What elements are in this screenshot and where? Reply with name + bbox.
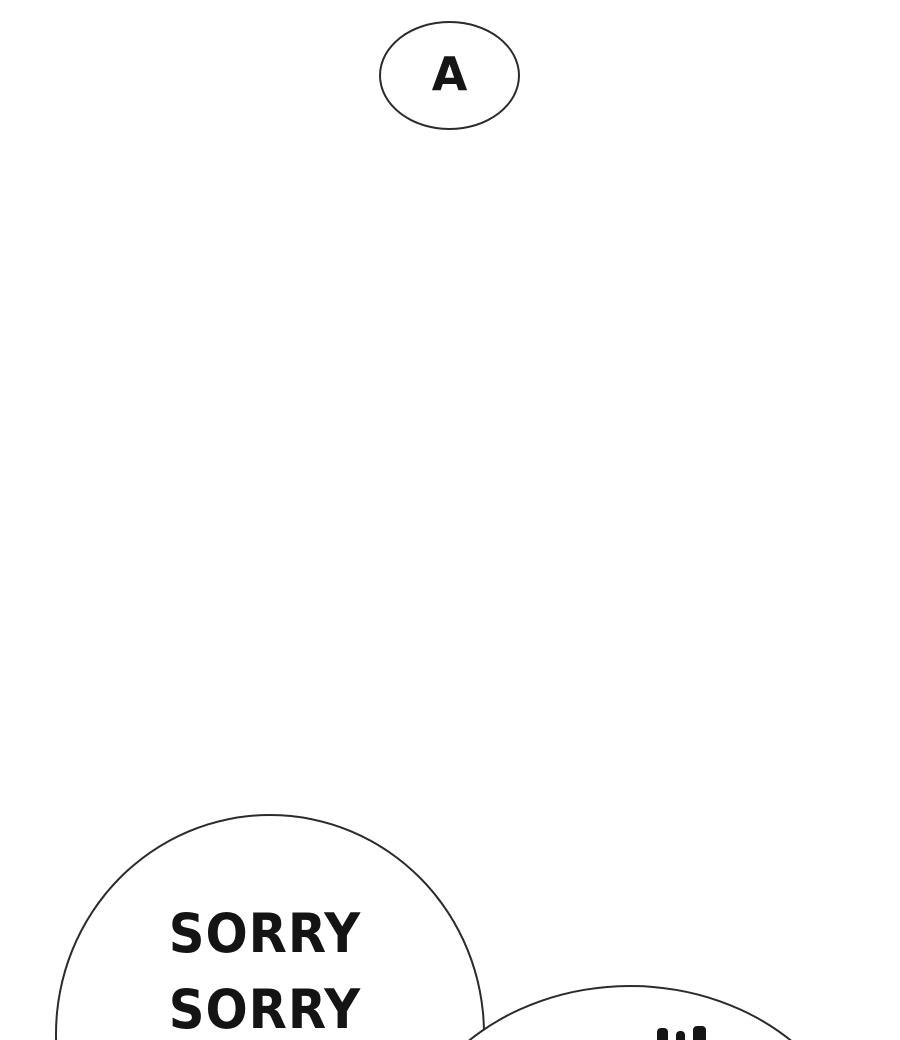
dialogue-line-1: SORRY bbox=[168, 902, 362, 965]
speech-bubble-bottom-left-text: SORRY SORRY bbox=[72, 896, 458, 1040]
speech-bubble-top-text: A bbox=[431, 46, 468, 101]
speech-bubble-top: A bbox=[379, 21, 520, 130]
dialogue-line-2: SORRY bbox=[168, 978, 362, 1040]
